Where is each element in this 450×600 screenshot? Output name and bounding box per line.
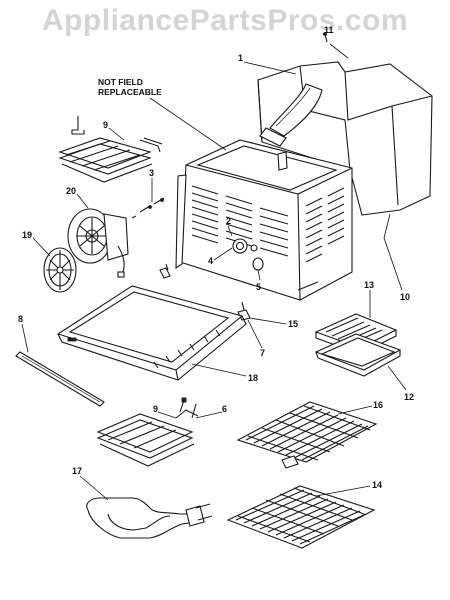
note-line-1: NOT FIELD (98, 77, 143, 87)
cavity-left-wall-slots (191, 185, 289, 257)
callout-1: 1 (238, 53, 243, 63)
callout-6: 6 (222, 404, 227, 414)
oven-light-socket (232, 238, 258, 254)
oven-cavity (175, 139, 353, 301)
oven-rack-lower (226, 485, 376, 549)
callout-18: 18 (248, 373, 258, 383)
callout-5: 5 (256, 282, 261, 292)
convection-fan-blade (43, 247, 77, 293)
broiler-pan-insert (314, 313, 398, 355)
callout-16: 16 (373, 400, 383, 410)
broiler-pan (314, 333, 402, 377)
watermark: AppliancePartsPros.com (41, 4, 409, 37)
callout-2: 2 (226, 216, 231, 226)
callout-10: 10 (400, 292, 410, 302)
vent-duct (259, 83, 323, 147)
convection-fan-motor (67, 208, 129, 278)
callout-14: 14 (372, 480, 382, 490)
callout-13: 13 (364, 280, 374, 290)
clip-left (159, 263, 171, 279)
cavity-right-wall-slots (305, 187, 345, 263)
callout-15: 15 (288, 319, 298, 329)
bake-element (96, 397, 199, 467)
callout-9-bake: 9 (153, 404, 158, 414)
leader-lines (21, 43, 407, 501)
oven-bottom-pan (56, 285, 247, 381)
callout-9-broil: 9 (103, 120, 108, 130)
oven-rack-upper (236, 401, 378, 469)
callout-4: 4 (208, 256, 213, 266)
oven-light-lens (252, 257, 264, 271)
callout-20: 20 (66, 186, 76, 196)
trim-strip (15, 351, 105, 407)
callout-19: 19 (22, 230, 32, 240)
cavity-wire (297, 281, 319, 291)
callout-3: 3 (149, 168, 154, 178)
callout-7: 7 (260, 348, 265, 358)
note-line-2: REPLACEABLE (98, 87, 162, 97)
callout-17: 17 (72, 466, 82, 476)
callout-8: 8 (18, 314, 23, 324)
callout-12: 12 (404, 392, 414, 402)
element-screws (131, 197, 165, 219)
broil-element (58, 116, 163, 183)
screw-11 (323, 32, 328, 43)
hidden-bake-element (86, 497, 213, 539)
callout-11: 11 (324, 25, 334, 35)
